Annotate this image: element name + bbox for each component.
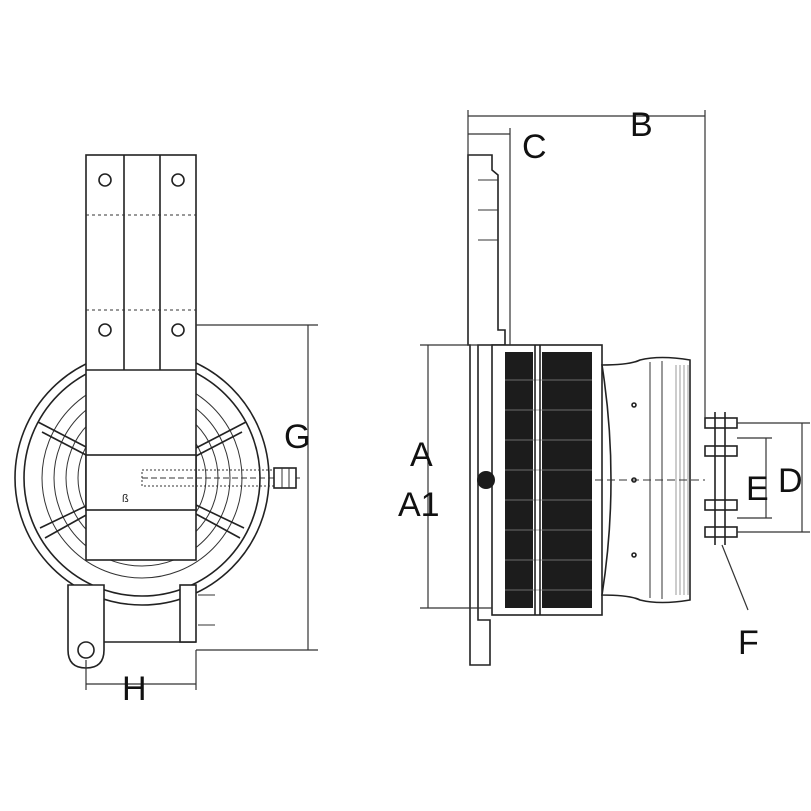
label-b: B [630,106,653,144]
label-e: E [746,470,769,508]
hub-mark: ß [122,493,129,505]
label-h: H [122,670,147,708]
pulley [477,344,603,616]
dimension-e [737,437,772,519]
label-g: G [284,418,310,456]
dimension-a [420,344,492,609]
dimension-b [467,110,706,418]
clutch-body [595,356,705,604]
label-a1: A1 [398,486,440,524]
dimension-c [468,128,511,345]
label-a: A [410,436,433,474]
leader-f [721,544,749,611]
mounting-bracket: ß [85,154,300,561]
bottom-foot [67,584,215,669]
dimension-d [737,422,810,533]
label-f: F [738,624,759,662]
side-view [420,110,810,666]
front-view: ß [14,154,318,690]
dimension-h [85,650,197,690]
mounting-studs [704,412,738,545]
label-c: C [522,128,547,166]
label-d: D [778,462,803,500]
dimension-g [196,324,318,651]
